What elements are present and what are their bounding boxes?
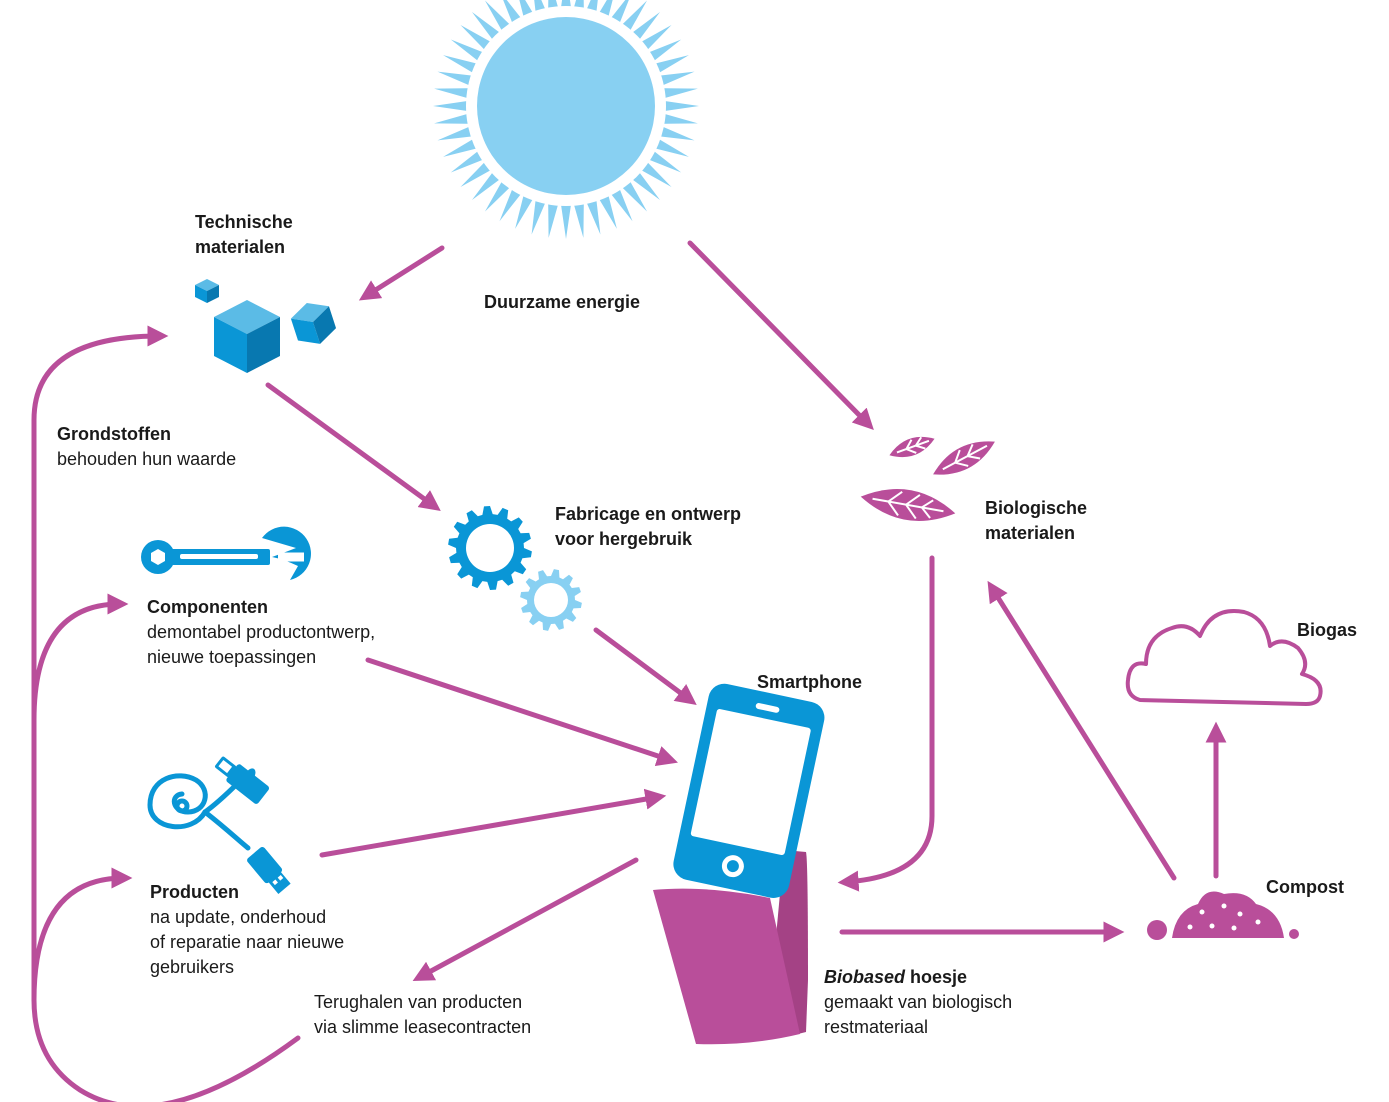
label-products: Producten na update, onderhoud of repara… — [150, 880, 344, 980]
cloud-icon — [1125, 609, 1323, 706]
arrow-sun-to-biological — [687, 240, 874, 430]
technical-title-line2: materialen — [195, 237, 286, 257]
raw-materials-title: Grondstoffen — [57, 424, 171, 444]
label-lease: Terughalen van producten via slimme leas… — [314, 990, 531, 1040]
biogas-title: Biogas — [1297, 620, 1358, 640]
label-technical-materials: Technische materialen — [195, 210, 293, 260]
sun-icon — [433, 0, 699, 239]
label-raw-materials: Grondstoffen behouden hun waarde — [57, 422, 236, 472]
manufacturing-title-line1: Fabricage en ontwerp — [555, 504, 742, 524]
loop-to-components — [31, 593, 129, 723]
label-sustainable-energy: Duurzame energie — [484, 290, 640, 315]
label-compost: Compost — [1266, 875, 1344, 900]
leaf-large-icon — [860, 489, 956, 521]
biological-title-line1: Biologische — [985, 498, 1088, 518]
products-title: Producten — [150, 882, 240, 902]
arrow-compost-to-biological — [987, 580, 1177, 881]
components-title: Componenten — [147, 597, 268, 617]
arrow-biological-to-case — [837, 555, 935, 892]
sun-title: Duurzame energie — [484, 292, 641, 312]
smartphone-title: Smartphone — [757, 672, 863, 692]
arrow-products-to-smartphone — [319, 788, 667, 858]
small-gear-icon — [520, 569, 582, 631]
raw-materials-desc: behouden hun waarde — [57, 449, 237, 469]
smartphone-icon — [673, 683, 825, 898]
large-cube-icon — [214, 300, 280, 373]
products-desc-line3: gebruikers — [150, 957, 235, 977]
flow-arrows — [31, 240, 1227, 1102]
label-components: Componenten demontabel productontwerp, n… — [147, 595, 375, 670]
usb-cable-icon — [147, 756, 291, 894]
case-title-emphasis: Biobased — [824, 967, 906, 987]
manufacturing-title-line2: voor hergebruik — [555, 529, 693, 549]
case-title-rest: hoesje — [910, 967, 968, 987]
arrow-sun-to-technical — [358, 245, 445, 301]
leaf-small-icon — [889, 436, 935, 458]
compost-pile-icon — [1147, 891, 1299, 940]
components-desc-line1: demontabel productontwerp, — [147, 622, 376, 642]
arrow-technical-to-manufacturing — [265, 382, 441, 511]
loop-to-technical — [31, 325, 301, 1102]
gears-icon — [448, 506, 582, 631]
label-biobased-case: Biobased hoesje gemaakt van biologisch r… — [824, 965, 1012, 1040]
label-manufacturing: Fabricage en ontwerp voor hergebruik — [555, 502, 741, 552]
products-desc-line2: of reparatie naar nieuwe — [150, 932, 345, 952]
arrow-manufacturing-to-smartphone — [593, 627, 697, 706]
arrow-smartphone-to-lease — [412, 857, 639, 982]
cubes-icon — [195, 279, 337, 373]
tiny-cube-icon — [195, 279, 219, 303]
leaf-medium-icon — [933, 441, 995, 475]
case-desc-line1: gemaakt van biologisch — [824, 992, 1013, 1012]
label-smartphone: Smartphone — [757, 670, 862, 695]
technical-title-line1: Technische — [195, 212, 293, 232]
label-biogas: Biogas — [1297, 618, 1357, 643]
compost-title: Compost — [1266, 877, 1344, 897]
case-desc-line2: restmateriaal — [824, 1017, 929, 1037]
loop-to-products — [31, 867, 133, 1003]
biological-title-line2: materialen — [985, 523, 1076, 543]
wrench-icon — [141, 526, 311, 580]
products-desc-line1: na update, onderhoud — [150, 907, 327, 927]
label-biological-materials: Biologische materialen — [985, 496, 1087, 546]
small-cube-icon — [290, 302, 337, 344]
leaves-icon — [860, 436, 995, 521]
lease-desc-line1: Terughalen van producten — [314, 992, 523, 1012]
lease-desc-line2: via slimme leasecontracten — [314, 1017, 532, 1037]
large-gear-icon — [448, 506, 532, 590]
arrow-components-to-smartphone — [365, 657, 678, 767]
case-title: Biobased hoesje — [824, 965, 1012, 990]
components-desc-line2: nieuwe toepassingen — [147, 647, 317, 667]
